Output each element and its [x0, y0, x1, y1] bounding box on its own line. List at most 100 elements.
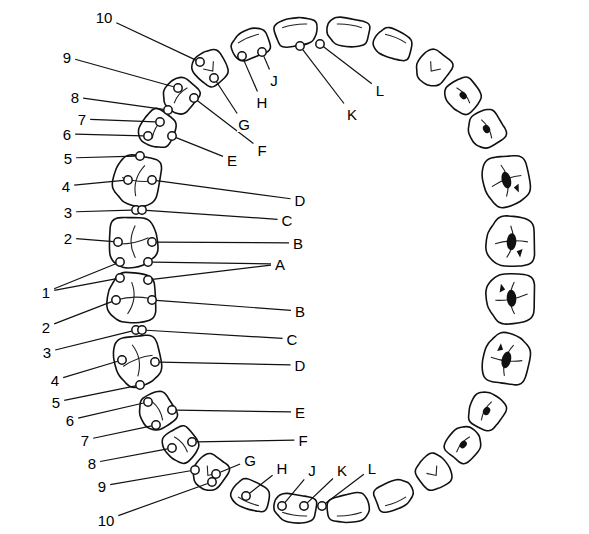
marked-spot — [208, 478, 216, 486]
marked-spot — [242, 492, 250, 500]
callout-letter: D — [294, 358, 307, 373]
marked-spot — [138, 206, 146, 214]
tooth-outline — [485, 215, 537, 268]
leader-line — [78, 403, 143, 418]
callout-letter: B — [294, 304, 306, 319]
tooth-outline — [228, 475, 275, 516]
callout-number: 1 — [41, 285, 51, 300]
tooth-outline — [156, 72, 203, 119]
marked-spot — [114, 238, 122, 246]
marked-spot — [148, 176, 156, 184]
callout-number: 9 — [62, 50, 72, 65]
leader-line — [152, 262, 270, 264]
leader-line — [54, 279, 115, 291]
callout-number: 2 — [63, 231, 73, 246]
callout-number: 4 — [61, 179, 71, 194]
marked-spot — [190, 94, 198, 102]
marked-spot — [112, 296, 120, 304]
leader-line — [63, 361, 118, 377]
tooth-outline — [410, 45, 456, 92]
leader-line — [75, 134, 143, 136]
marked-spot — [138, 326, 146, 334]
marked-spot — [296, 42, 304, 50]
leader-line — [146, 210, 277, 219]
callout-letter: J — [307, 463, 317, 478]
callout-letter: G — [243, 453, 257, 468]
leader-line — [264, 56, 270, 69]
callout-letter: J — [269, 73, 279, 88]
marked-spot — [144, 398, 152, 406]
leader-line — [303, 50, 344, 104]
callout-number: 3 — [42, 345, 52, 360]
leader-line — [116, 23, 196, 60]
callout-letter: A — [274, 257, 286, 272]
marked-spot — [238, 52, 246, 60]
marked-spot — [164, 106, 172, 114]
callout-number: 5 — [63, 151, 73, 166]
callout-number: 8 — [70, 90, 80, 105]
marked-spot — [151, 358, 159, 366]
marked-spot — [316, 40, 324, 48]
callout-number: 9 — [97, 479, 107, 494]
leader-line — [90, 119, 155, 122]
marked-spot — [210, 74, 218, 82]
marked-spot — [156, 118, 164, 126]
leader-line — [55, 331, 131, 350]
callout-number: 3 — [63, 205, 73, 220]
tooth-outline — [109, 331, 166, 391]
tooth-outline — [325, 491, 371, 526]
callout-number: 8 — [87, 456, 97, 471]
leader-line — [220, 464, 240, 472]
leader-line — [146, 330, 282, 338]
marked-spot — [116, 258, 124, 266]
marked-spot — [212, 470, 220, 478]
marked-spot — [258, 48, 266, 56]
tooth-outline — [478, 150, 535, 211]
leader-line — [74, 180, 123, 185]
callout-letter: B — [292, 236, 304, 251]
leader-line — [285, 479, 304, 502]
callout-letter: D — [294, 193, 307, 208]
leader-line — [326, 474, 364, 503]
callout-letter: L — [367, 461, 377, 476]
marked-spot — [168, 444, 176, 452]
marked-spot — [118, 356, 126, 364]
marked-spot — [144, 276, 152, 284]
callout-number: 6 — [62, 127, 72, 142]
leader-line — [216, 82, 237, 114]
marked-spot — [318, 502, 326, 510]
tooth-outline — [440, 72, 487, 120]
callout-letter: F — [297, 433, 308, 448]
leader-line — [76, 156, 135, 158]
leader-line — [156, 300, 290, 310]
leader-line — [110, 471, 190, 485]
callout-number: 6 — [65, 413, 75, 428]
callout-letter: K — [336, 463, 348, 478]
callout-letter: C — [286, 332, 299, 347]
leader-line — [54, 302, 112, 324]
tooth-outline — [227, 24, 273, 65]
leader-line — [157, 241, 289, 243]
marked-spot — [144, 258, 152, 266]
leader-line — [118, 484, 207, 516]
callout-number: 2 — [41, 320, 51, 335]
leader-line — [244, 60, 258, 91]
callout-letter: H — [276, 461, 289, 476]
leader-line — [198, 101, 254, 144]
callout-letter: E — [294, 405, 306, 420]
marked-spot — [174, 84, 182, 92]
marked-spot — [168, 132, 176, 140]
tooth-outline — [478, 329, 535, 389]
tooth-outline — [272, 492, 318, 526]
leader-line — [176, 138, 223, 157]
marked-spot — [188, 438, 196, 446]
marked-spot — [136, 152, 144, 160]
leader-line — [156, 181, 290, 199]
marked-spot — [191, 466, 199, 474]
marked-spot — [144, 132, 152, 140]
leader-line — [100, 449, 167, 462]
tooth-outline — [187, 44, 234, 91]
